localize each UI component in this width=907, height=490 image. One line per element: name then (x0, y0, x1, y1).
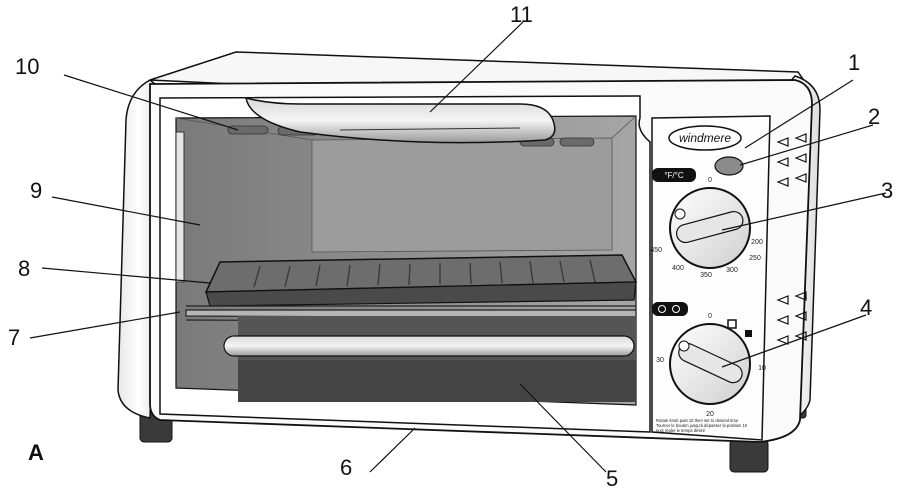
callout-2: 2 (868, 104, 880, 129)
side-vents (776, 133, 807, 345)
instruction-line-2: Tourner le bouton jusqu'à dépasser la po… (656, 423, 748, 428)
timer-mark-20: 20 (706, 411, 714, 418)
callout-5: 5 (606, 466, 618, 490)
temperature-dial[interactable]: 0 450 400 350 300 250 200 (650, 177, 763, 279)
door-handle[interactable] (245, 96, 556, 144)
callout-10: 10 (15, 54, 39, 79)
temp-mark-250: 250 (749, 255, 761, 262)
temp-mark-400: 400 (672, 265, 684, 272)
lower-heating-element (223, 316, 636, 402)
callout-7: 7 (8, 325, 20, 350)
callout-9: 9 (30, 178, 42, 203)
temp-mark-300: 300 (726, 267, 738, 274)
temp-mark-0: 0 (708, 177, 712, 184)
control-panel: windmere °F/°C 0 450 400 350 300 250 200 (650, 115, 771, 441)
brand-text: windmere (679, 131, 731, 145)
baking-pan (204, 254, 638, 307)
instruction-line-3: puis régler le temps désiré (656, 428, 706, 433)
temp-mark-200: 200 (751, 239, 763, 246)
temp-unit-badge: °F/°C (664, 171, 684, 180)
callout-6: 6 (340, 455, 352, 480)
timer-mark-10: 10 (758, 365, 766, 372)
figure-letter: A (28, 440, 44, 465)
instruction-line-1: Rotate knob past 10 then set to desired … (656, 418, 739, 423)
callout-4: 4 (860, 295, 872, 320)
temp-mark-450: 450 (650, 247, 662, 254)
callout-3: 3 (881, 178, 893, 203)
temp-mark-350: 350 (700, 272, 712, 279)
brand-logo (668, 125, 742, 151)
timer-mark-30: 30 (656, 357, 664, 364)
leader-lines (29, 21, 887, 473)
callout-1: 1 (848, 50, 860, 75)
timer-dial[interactable]: 0 10 20 30 (656, 313, 766, 418)
indicator-light (714, 156, 744, 176)
callout-8: 8 (18, 256, 30, 281)
callout-11: 11 (510, 2, 533, 27)
timer-mark-0: 0 (708, 313, 712, 320)
callout-labels: 1 2 3 4 5 6 7 8 9 10 11 (8, 2, 893, 490)
